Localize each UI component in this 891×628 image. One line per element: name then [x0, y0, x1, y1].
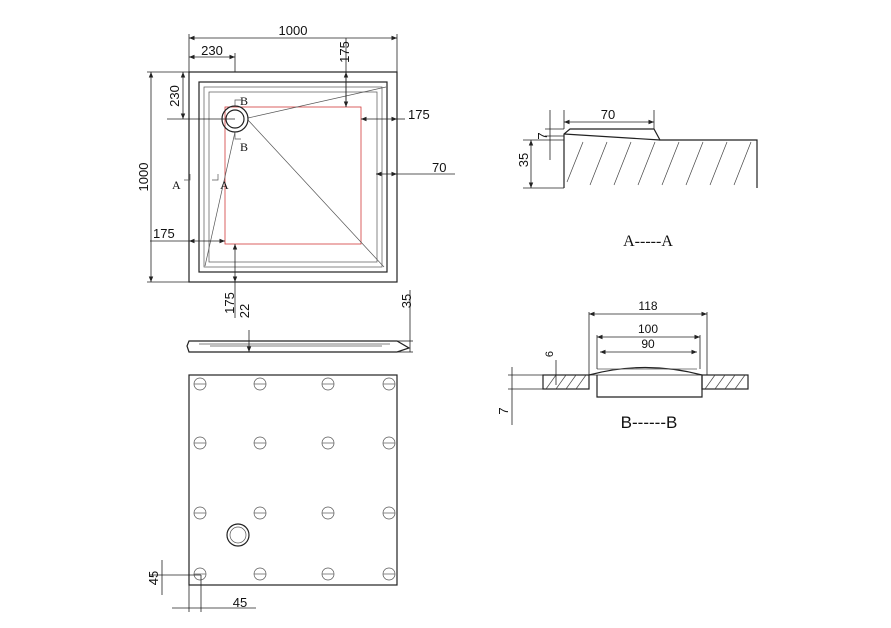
dim-bb-6-label: 6	[544, 351, 556, 357]
section-a-marker-left	[184, 174, 191, 181]
drain-hole-outer	[226, 523, 250, 547]
dim-right-175-label: 175	[408, 107, 430, 122]
dim-bb-118-label: 118	[638, 299, 657, 313]
section-b-marker-top	[234, 99, 241, 106]
section-aa: 70 7 35 A-----A	[516, 107, 758, 250]
section-aa-hatching	[566, 141, 752, 186]
drain-hole-inner	[229, 526, 247, 544]
section-bb-right-slab	[701, 374, 749, 390]
dim-feet-45-vertical-label: 45	[146, 571, 161, 585]
dim-top-175-label: 175	[337, 41, 352, 63]
section-bb: 118 100 90 6 7 B------B	[496, 299, 749, 432]
section-a-label-left: A	[172, 178, 181, 192]
section-b-label-bottom: B	[240, 140, 248, 154]
section-bb-caption: B------B	[621, 413, 678, 432]
tray-basin	[208, 91, 378, 263]
section-bb-hatching	[545, 374, 746, 390]
tray-inner-rim	[203, 86, 383, 268]
tray-rim	[198, 81, 388, 273]
section-a-marker-right	[212, 174, 219, 181]
tray-underside	[188, 374, 398, 586]
dim-drain-y-label: 230	[167, 85, 182, 107]
dim-aa-7-label: 7	[535, 132, 550, 139]
slope-line-top	[247, 86, 387, 119]
dim-bb-90-label: 90	[641, 337, 655, 351]
section-b-marker-bottom	[234, 133, 241, 140]
section-aa-profile	[563, 128, 758, 188]
dim-rim-70-label: 70	[432, 160, 446, 175]
bottom-view: 45 45	[146, 374, 398, 612]
tray-outline	[188, 71, 398, 283]
top-view: B B A A 1000 230 175 1000 230 175 70	[136, 23, 455, 318]
dim-bottom-175-label: 175	[222, 292, 237, 314]
dim-aa-70-label: 70	[601, 107, 615, 122]
drain-body	[588, 366, 703, 398]
support-feet	[193, 377, 396, 581]
dim-width-label: 1000	[279, 23, 308, 38]
side-view: 22 35	[186, 290, 414, 353]
section-b-label-top: B	[240, 94, 248, 108]
section-bb-left-slab	[542, 374, 590, 390]
dim-aa-35-label: 35	[516, 153, 531, 167]
section-a-label-right: A	[220, 178, 229, 192]
dim-feet-45-horizontal-label: 45	[233, 595, 247, 610]
slope-line-diagonal	[247, 119, 385, 268]
dim-height-label: 1000	[136, 163, 151, 192]
dim-bb-100-label: 100	[638, 322, 658, 336]
slope-line-left	[204, 131, 236, 267]
tray-side-profile	[186, 340, 411, 353]
dim-bb-7-label: 7	[496, 407, 511, 414]
dim-left-175-label: 175	[153, 226, 175, 241]
dim-side-22-label: 22	[237, 304, 252, 318]
dim-side-35-label: 35	[399, 294, 414, 308]
section-aa-caption: A-----A	[623, 233, 673, 250]
dim-drain-x-label: 230	[201, 43, 223, 58]
